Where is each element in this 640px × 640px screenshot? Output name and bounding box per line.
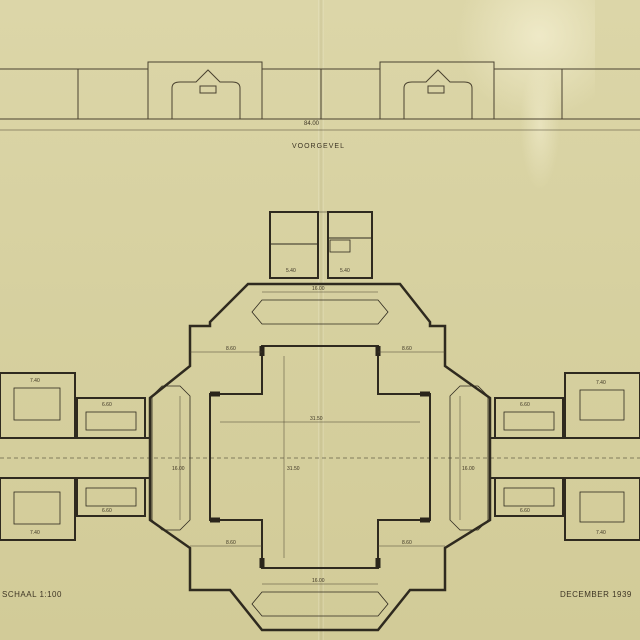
dim-east-hall: 16.00 bbox=[462, 466, 475, 472]
paper-fold bbox=[318, 0, 324, 640]
date-note: DECEMBER 1939 bbox=[560, 590, 632, 599]
paper-stain-lower bbox=[520, 60, 560, 190]
dim-se-side: 8.60 bbox=[402, 540, 412, 546]
elevation-width-dimension: 84.00 bbox=[304, 121, 320, 127]
elevation-title: VOORGEVEL bbox=[292, 143, 345, 150]
dim-annex-right: 5.40 bbox=[340, 268, 350, 274]
dim-east-small-bottom: 6.60 bbox=[520, 508, 530, 514]
dim-west-small-top: 6.60 bbox=[102, 402, 112, 408]
dimension-labels: 16.00 16.00 31.50 31.50 16.00 16.00 8.60… bbox=[30, 268, 606, 584]
dim-annex-left: 5.40 bbox=[286, 268, 296, 274]
dim-ne-side: 8.60 bbox=[402, 346, 412, 352]
floor-plan bbox=[0, 211, 640, 632]
dim-east-small-top: 6.60 bbox=[520, 402, 530, 408]
dim-nw-side: 8.60 bbox=[226, 346, 236, 352]
dim-west-room-top: 7.40 bbox=[30, 378, 40, 384]
dim-west-small-bottom: 6.60 bbox=[102, 508, 112, 514]
scale-note: SCHAAL 1:100 bbox=[2, 590, 62, 599]
outer-wall bbox=[148, 282, 492, 632]
dim-central-height: 31.50 bbox=[287, 466, 300, 472]
dim-east-room-bottom: 7.40 bbox=[596, 530, 606, 536]
dim-west-room-bottom: 7.40 bbox=[30, 530, 40, 536]
dim-east-room-top: 7.40 bbox=[596, 380, 606, 386]
dim-south-hall: 16.00 bbox=[312, 578, 325, 584]
inner-wall bbox=[209, 345, 431, 569]
front-elevation bbox=[0, 61, 640, 131]
dim-north-hall: 16.00 bbox=[312, 286, 325, 292]
dim-west-hall: 16.00 bbox=[172, 466, 185, 472]
dim-sw-side: 8.60 bbox=[226, 540, 236, 546]
dim-central-width: 31.50 bbox=[310, 416, 323, 422]
